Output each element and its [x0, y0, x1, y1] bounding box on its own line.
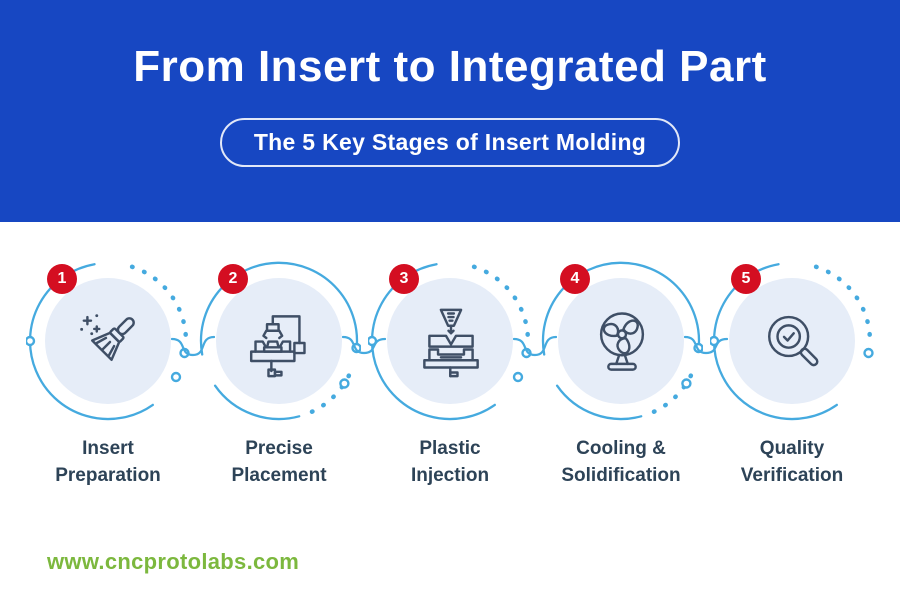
stage-ring: [26, 263, 190, 421]
stage-number-badge: 1: [47, 264, 77, 294]
stage-label: Cooling & Solidification: [561, 438, 681, 486]
stage-label: Insert Preparation: [55, 438, 161, 486]
stage-label: Quality Verification: [740, 438, 844, 486]
stage-number-badge: 3: [389, 264, 419, 294]
stage-number-badge: 4: [560, 264, 590, 294]
stage-ring: [541, 261, 703, 421]
stage-2: 2: [197, 255, 361, 490]
stages-row: 1: [26, 255, 874, 490]
header-banner: From Insert to Integrated Part The 5 Key…: [0, 0, 900, 222]
broom-icon: [80, 314, 135, 362]
stage-1-graphic: 1: [26, 255, 190, 425]
stage-ring: [710, 263, 874, 421]
stage-2-graphic: 2: [197, 255, 361, 425]
stage-4: 4: [539, 255, 703, 490]
stage-connector: [684, 335, 728, 355]
stage-3: 3: [368, 255, 532, 490]
page-title: From Insert to Integrated Part: [133, 42, 767, 91]
stage-connector: [342, 335, 386, 355]
stage-3-graphic: 3: [368, 255, 532, 425]
website-link[interactable]: www.cncprotolabs.com: [47, 549, 300, 574]
injection-mold-icon: [423, 308, 479, 378]
stage-5: 5 Q: [710, 255, 874, 490]
placement-machine-icon: [249, 315, 306, 378]
stage-label: Plastic Injection: [410, 438, 490, 486]
magnifier-check-icon: [768, 315, 819, 367]
stage-number-badge: 2: [218, 264, 248, 294]
stage-label: Precise Placement: [231, 438, 327, 486]
stage-connector: [513, 335, 557, 357]
stage-connector: [171, 335, 215, 357]
stage-5-graphic: 5: [710, 255, 874, 425]
fan-icon: [599, 312, 645, 371]
stage-ring: [199, 261, 361, 421]
stage-1: 1: [26, 255, 190, 490]
subtitle-pill: The 5 Key Stages of Insert Molding: [219, 118, 681, 167]
stage-4-graphic: 4: [539, 255, 703, 425]
stage-number-badge: 5: [731, 264, 761, 294]
